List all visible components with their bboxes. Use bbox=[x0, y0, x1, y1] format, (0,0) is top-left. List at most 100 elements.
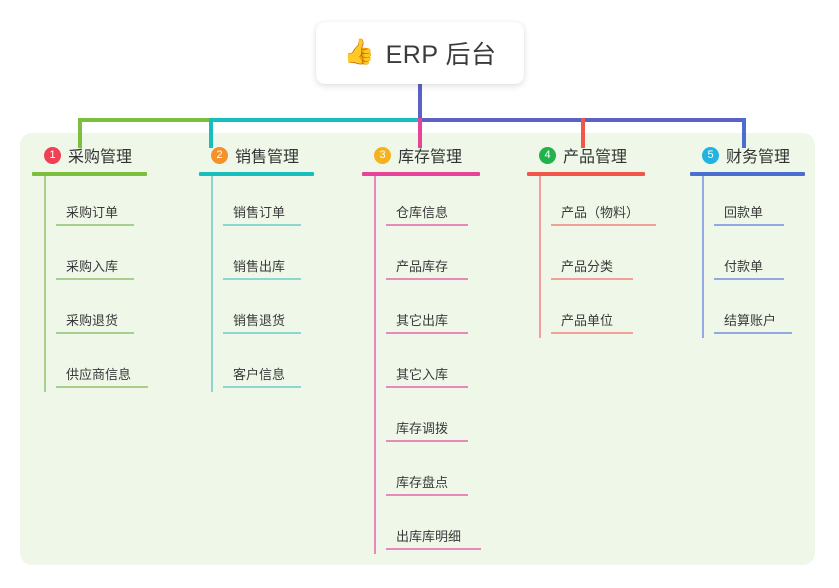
list-item[interactable]: 销售出库 bbox=[211, 230, 349, 284]
branch-item-label: 产品分类 bbox=[561, 259, 614, 274]
branch-item-underline bbox=[551, 332, 633, 334]
branch-item-list-4: 产品（物料） 产品分类产品单位 bbox=[527, 176, 687, 338]
list-item[interactable]: 客户信息 bbox=[211, 338, 349, 392]
list-item[interactable]: 产品库存 bbox=[374, 230, 522, 284]
branch-item-label: 采购订单 bbox=[66, 205, 119, 220]
list-item[interactable]: 采购入库 bbox=[44, 230, 182, 284]
branch-item-label: 采购入库 bbox=[66, 259, 119, 274]
branch-underline-2 bbox=[199, 172, 314, 176]
branch-title-2: 销售管理 bbox=[235, 149, 300, 166]
branch-item-list-1: 采购订单采购入库采购退货供应商信息 bbox=[32, 176, 182, 392]
root-connector-stem bbox=[418, 84, 422, 119]
branch-item-label: 采购退货 bbox=[66, 313, 119, 328]
list-item[interactable]: 产品单位 bbox=[539, 284, 687, 338]
branch-badge-3: 3 bbox=[374, 146, 391, 164]
branch-item-label: 产品库存 bbox=[396, 259, 449, 274]
branch-item-underline bbox=[714, 224, 784, 226]
branch-item-label: 其它出库 bbox=[396, 313, 449, 328]
branch-item-underline bbox=[551, 278, 633, 280]
list-item[interactable]: 采购订单 bbox=[44, 176, 182, 230]
list-item[interactable]: 销售退货 bbox=[211, 284, 349, 338]
branch-header-4[interactable]: 4 产品管理 bbox=[527, 144, 687, 166]
branch-item-label: 库存调拨 bbox=[396, 421, 449, 436]
branch-title-5: 财务管理 bbox=[726, 149, 791, 166]
branch-underline-3 bbox=[362, 172, 480, 176]
branch-spine-3 bbox=[374, 176, 376, 554]
branch-item-underline bbox=[714, 278, 784, 280]
branch-badge-4: 4 bbox=[539, 146, 556, 164]
branch-item-underline bbox=[56, 386, 148, 388]
branch-item-label: 销售退货 bbox=[233, 313, 286, 328]
branch-item-label: 销售出库 bbox=[233, 259, 286, 274]
branch-item-underline bbox=[386, 386, 468, 388]
list-item[interactable]: 仓库信息 bbox=[374, 176, 522, 230]
branch-column-4: 4 产品管理产品（物料） 产品分类产品单位 bbox=[527, 144, 687, 338]
branch-spine-2 bbox=[211, 176, 213, 392]
branch-item-label: 销售订单 bbox=[233, 205, 286, 220]
branch-item-underline bbox=[386, 440, 468, 442]
list-item[interactable]: 回款单 bbox=[702, 176, 839, 230]
branch-underline-1 bbox=[32, 172, 147, 176]
branch-item-list-5: 回款单付款单结算账户 bbox=[690, 176, 839, 338]
bus-drop-3 bbox=[418, 118, 422, 148]
branch-item-underline bbox=[551, 224, 656, 226]
branch-item-underline bbox=[386, 278, 468, 280]
branch-badge-5: 5 bbox=[702, 146, 719, 164]
root-node-title: ERP 后台 bbox=[385, 41, 497, 69]
branch-underline-4 bbox=[527, 172, 645, 176]
list-item[interactable]: 库存调拨 bbox=[374, 392, 522, 446]
list-item[interactable]: 采购退货 bbox=[44, 284, 182, 338]
branch-item-underline bbox=[56, 278, 134, 280]
mindmap-canvas-panel bbox=[20, 133, 815, 565]
bus-drop-5 bbox=[742, 118, 746, 148]
list-item[interactable]: 销售订单 bbox=[211, 176, 349, 230]
branch-item-label: 客户信息 bbox=[233, 367, 286, 382]
branch-item-label: 回款单 bbox=[724, 205, 764, 220]
branch-item-label: 结算账户 bbox=[724, 313, 777, 328]
branch-spine-4 bbox=[539, 176, 541, 338]
branch-item-label: 库存盘点 bbox=[396, 475, 449, 490]
branch-spine-5 bbox=[702, 176, 704, 338]
branch-badge-2: 2 bbox=[211, 146, 228, 164]
branch-header-5[interactable]: 5 财务管理 bbox=[690, 144, 839, 166]
bus-drop-4 bbox=[581, 118, 585, 148]
branch-item-list-2: 销售订单销售出库销售退货客户信息 bbox=[199, 176, 349, 392]
branch-title-4: 产品管理 bbox=[563, 149, 628, 166]
list-item[interactable]: 其它入库 bbox=[374, 338, 522, 392]
branch-item-underline bbox=[56, 332, 134, 334]
branch-item-underline bbox=[223, 386, 301, 388]
branch-item-underline bbox=[386, 494, 468, 496]
branch-item-label: 付款单 bbox=[724, 259, 764, 274]
branch-item-underline bbox=[714, 332, 792, 334]
branch-spine-1 bbox=[44, 176, 46, 392]
branch-item-underline bbox=[223, 278, 301, 280]
list-item[interactable]: 库存盘点 bbox=[374, 446, 522, 500]
branch-item-underline bbox=[386, 224, 468, 226]
bus-segment-green bbox=[78, 118, 209, 122]
branch-item-label: 产品（物料） bbox=[561, 205, 640, 220]
bus-drop-1 bbox=[78, 118, 82, 148]
branch-header-2[interactable]: 2 销售管理 bbox=[199, 144, 349, 166]
list-item[interactable]: 付款单 bbox=[702, 230, 839, 284]
branch-item-label: 产品单位 bbox=[561, 313, 614, 328]
bus-drop-2 bbox=[209, 118, 213, 148]
branch-item-label: 出库库明细 bbox=[396, 529, 462, 544]
list-item[interactable]: 供应商信息 bbox=[44, 338, 182, 392]
branch-item-underline bbox=[223, 332, 301, 334]
branch-item-label: 其它入库 bbox=[396, 367, 449, 382]
branch-item-underline bbox=[386, 332, 468, 334]
root-node-card[interactable]: 👍 ERP 后台 bbox=[316, 22, 524, 84]
bus-segment-teal bbox=[209, 118, 420, 122]
branch-badge-1: 1 bbox=[44, 146, 61, 164]
list-item[interactable]: 结算账户 bbox=[702, 284, 839, 338]
list-item[interactable]: 产品（物料） bbox=[539, 176, 687, 230]
list-item[interactable]: 出库库明细 bbox=[374, 500, 522, 554]
list-item[interactable]: 其它出库 bbox=[374, 284, 522, 338]
branch-item-label: 仓库信息 bbox=[396, 205, 449, 220]
list-item[interactable]: 产品分类 bbox=[539, 230, 687, 284]
branch-item-label: 供应商信息 bbox=[66, 367, 132, 382]
